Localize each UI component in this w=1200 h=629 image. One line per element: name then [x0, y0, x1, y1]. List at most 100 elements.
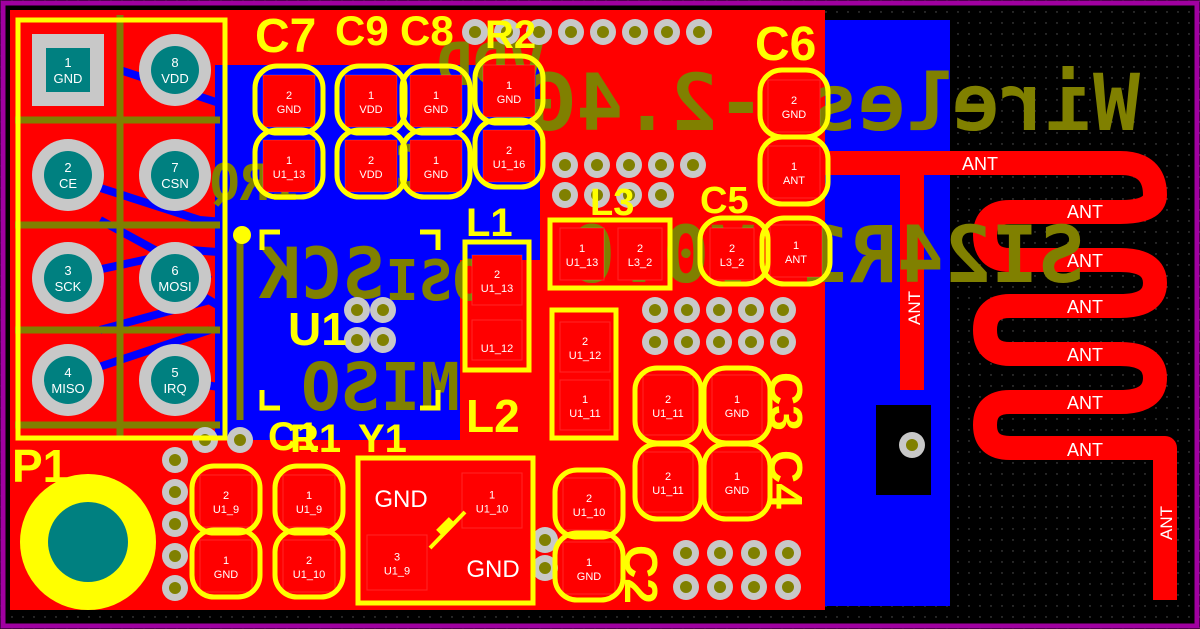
via — [370, 327, 396, 353]
header-pin-name: GND — [54, 71, 83, 86]
via — [654, 19, 680, 45]
via — [642, 329, 668, 355]
designator-r1: R1 — [290, 417, 341, 461]
component-outline — [759, 215, 833, 287]
component-outline — [252, 127, 326, 200]
via — [775, 574, 801, 600]
smd-pad: 2U1_12 — [559, 321, 611, 373]
smd-pad: 1U1_9 — [282, 474, 336, 528]
via — [648, 182, 674, 208]
smd-pad: 2L3_2 — [709, 227, 755, 281]
pad-net-label: U1_13 — [481, 283, 513, 295]
pad-number: 2 — [286, 90, 292, 102]
via — [642, 297, 668, 323]
pad-net-label: GND — [466, 556, 519, 583]
pad-number: 2 — [506, 145, 512, 157]
via — [674, 329, 700, 355]
component-outline — [334, 63, 408, 136]
u1-pin1-dot — [233, 226, 251, 244]
pad-net-label: U1_13 — [273, 169, 305, 181]
pad-number: 1 — [586, 557, 592, 569]
component-outline — [399, 127, 473, 200]
pad-net-label: L3_2 — [628, 257, 652, 269]
via — [686, 19, 712, 45]
via — [558, 19, 584, 45]
pad-number: 2 — [582, 336, 588, 348]
pad-net-label: U1_11 — [569, 408, 601, 420]
via — [162, 447, 188, 473]
pad-net-label: U1_9 — [213, 504, 239, 516]
via — [770, 329, 796, 355]
via — [227, 427, 253, 453]
pad-number: 2 — [368, 155, 374, 167]
pad-number: 2 — [223, 490, 229, 502]
pad-net-label: U1_10 — [573, 507, 605, 519]
designator-c6: C6 — [755, 18, 816, 71]
smd-pad: 2U1_9 — [199, 474, 253, 528]
designator-c8: C8 — [400, 7, 454, 54]
olive-routing — [15, 15, 244, 440]
smd-pad: 2L3_2 — [617, 227, 663, 281]
header-pin-number: 5 — [171, 365, 178, 380]
pad-net-label: U1_9 — [296, 504, 322, 516]
designator-l2: L2 — [466, 390, 520, 442]
header-pin: 2CE — [32, 139, 104, 211]
via — [622, 19, 648, 45]
component-outline — [189, 463, 263, 536]
pad-net-label: VDD — [359, 104, 382, 116]
header-pin-name: MOSI — [158, 279, 191, 294]
ant-net-label: ANT — [1067, 202, 1103, 222]
via — [344, 297, 370, 323]
component-outline — [472, 117, 546, 190]
smd-pad: 2U1_10 — [562, 477, 616, 531]
header-pin-number: 8 — [171, 55, 178, 70]
via — [680, 152, 706, 178]
via — [552, 152, 578, 178]
pad-net-label: GND — [424, 169, 449, 181]
pad-number: 1 — [433, 90, 439, 102]
pad-number: 1 — [791, 161, 797, 173]
via — [162, 543, 188, 569]
pad-net-label: GND — [214, 569, 239, 581]
ant-net-label: ANT — [905, 291, 924, 325]
designator-p1: P1 — [12, 440, 68, 492]
designator-u1: U1 — [288, 303, 347, 355]
smd-pad: 2U1_10 — [282, 539, 336, 593]
pad-net-label: U1_11 — [652, 408, 684, 420]
smd-pad: 2U1_11 — [642, 451, 694, 513]
pad-net-label: GND — [374, 486, 427, 513]
via — [552, 182, 578, 208]
via — [673, 540, 699, 566]
pad-number: 1 — [793, 240, 799, 252]
designator-l1: L1 — [466, 201, 513, 245]
via — [162, 511, 188, 537]
via — [584, 182, 610, 208]
pad-net-label: GND — [725, 408, 750, 420]
via — [532, 555, 558, 581]
via — [775, 540, 801, 566]
via — [494, 19, 520, 45]
via — [526, 19, 552, 45]
header-pin-number: 3 — [64, 263, 71, 278]
board-title-text: Wireless-2.4G — [530, 59, 1140, 149]
component-outline — [757, 134, 831, 207]
ant-net-label: ANT — [1157, 506, 1176, 540]
via — [616, 182, 642, 208]
via — [648, 152, 674, 178]
smd-pad: 1U1_11 — [559, 379, 611, 431]
designator-r2: R2 — [485, 13, 536, 57]
miso-silk: MISO — [301, 349, 460, 426]
header-pin-number: 7 — [171, 160, 178, 175]
pad-net-label: U1_12 — [481, 343, 513, 355]
via — [707, 540, 733, 566]
pad-net-label: GND — [497, 94, 522, 106]
